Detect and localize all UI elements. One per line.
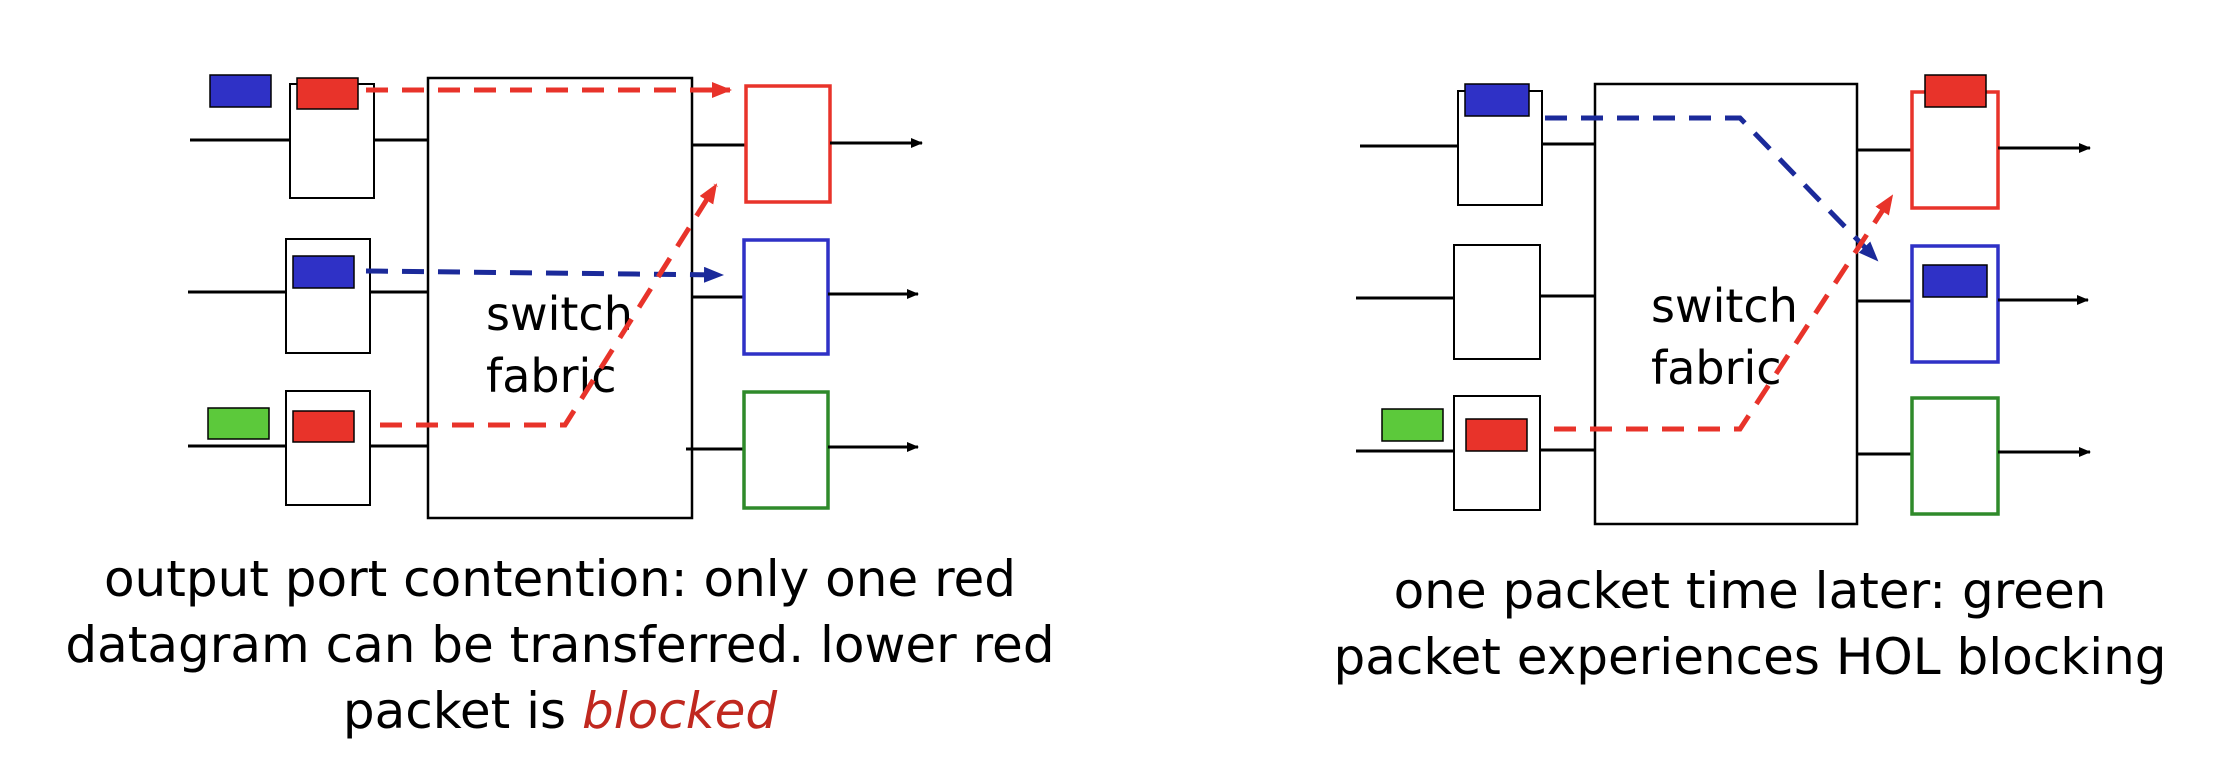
right-blue-path <box>1545 115 1879 262</box>
left-fabric-label-line2: fabric <box>486 349 617 403</box>
red-packet <box>1924 74 1987 108</box>
right-input-port-2 <box>1356 244 1595 360</box>
blue-packet <box>209 74 272 108</box>
green-packet <box>1381 408 1444 442</box>
right-output-port-green <box>1857 396 2091 516</box>
right-switch-fabric <box>1593 82 1859 526</box>
left-input-port-1 <box>190 74 428 199</box>
blue-packet <box>292 255 355 289</box>
red-packet <box>292 410 355 443</box>
left-output-port-blue <box>692 238 919 356</box>
left-caption-line1: output port contention: only one red <box>103 550 1017 608</box>
right-input-port-3 <box>1356 395 1595 511</box>
right-output-port-red <box>1857 74 2091 210</box>
right-fabric-label-line2: fabric <box>1651 341 1782 395</box>
left-fabric-label-line1: switch <box>486 287 633 341</box>
left-input-port-2 <box>188 238 428 354</box>
blocked-emphasis: blocked <box>581 682 778 740</box>
left-output-port-green <box>686 390 919 510</box>
left-red-path-blocked <box>380 183 719 428</box>
right-caption-line2: packet experiences HOL blocking <box>1333 628 2167 686</box>
left-caption-line3: packet is blocked <box>0 678 1120 744</box>
right-caption: one packet time later: green packet expe… <box>1300 558 2200 690</box>
right-caption-line1: one packet time later: green <box>1393 562 2107 620</box>
left-switch-fabric <box>426 76 694 520</box>
blue-packet <box>1922 264 1988 298</box>
left-input-port-3 <box>188 390 428 506</box>
blue-packet <box>1464 83 1530 117</box>
right-panel: switch fabric <box>1356 74 2091 526</box>
green-packet <box>207 407 270 440</box>
right-red-path <box>1554 194 1895 432</box>
right-output-port-blue <box>1857 244 2089 364</box>
left-caption-line3-prefix: packet is <box>342 682 582 740</box>
right-input-port-1 <box>1360 83 1595 206</box>
left-output-port-red <box>692 84 923 204</box>
right-fabric-label-line1: switch <box>1651 279 1798 333</box>
left-panel: switch fabric <box>188 74 923 520</box>
left-caption-line2: datagram can be transferred. lower red <box>65 616 1055 674</box>
left-caption: output port contention: only one red dat… <box>0 546 1120 744</box>
red-packet <box>296 77 359 110</box>
red-packet <box>1465 418 1528 452</box>
